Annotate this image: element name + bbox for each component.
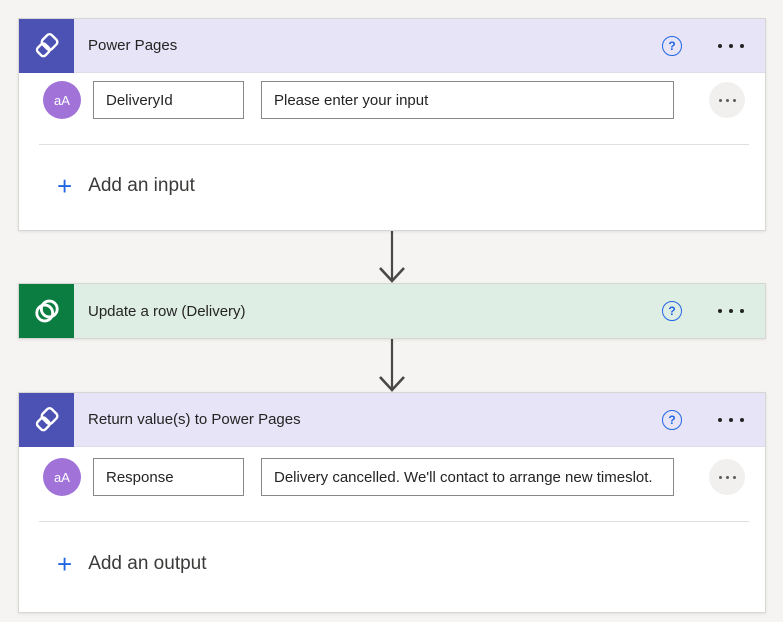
- plus-icon: +: [57, 549, 73, 579]
- arrow-down-icon: [379, 231, 405, 283]
- card-title: Update a row (Delivery): [88, 302, 246, 320]
- action-card-update-row: Update a row (Delivery) ?: [18, 283, 766, 339]
- input-description-field[interactable]: [261, 81, 674, 119]
- ellipsis-menu-icon[interactable]: [712, 40, 749, 52]
- ellipsis-menu-icon[interactable]: [712, 305, 749, 317]
- card-title: Power Pages: [88, 37, 178, 54]
- text-type-icon: aA: [43, 81, 81, 119]
- divider: [39, 521, 749, 522]
- help-icon[interactable]: ?: [662, 301, 682, 321]
- add-input-label: Add an input: [88, 175, 195, 196]
- card-header[interactable]: Return value(s) to Power Pages ?: [19, 392, 765, 447]
- card-header[interactable]: Update a row (Delivery) ?: [19, 284, 765, 338]
- add-output-button[interactable]: + Add an output: [57, 551, 207, 577]
- card-header[interactable]: Power Pages ?: [19, 18, 765, 73]
- dataverse-icon: [19, 284, 74, 338]
- output-name-field[interactable]: [93, 458, 244, 496]
- power-pages-icon: [19, 392, 74, 447]
- add-output-label: Add an output: [88, 553, 207, 574]
- add-input-button[interactable]: + Add an input: [57, 173, 195, 199]
- action-card-return-values: Return value(s) to Power Pages ? aA + Ad…: [18, 392, 766, 613]
- help-icon[interactable]: ?: [662, 409, 682, 430]
- ellipsis-menu-icon[interactable]: [712, 414, 749, 426]
- plus-icon: +: [57, 171, 73, 201]
- divider: [39, 144, 749, 145]
- text-type-icon: aA: [43, 458, 81, 496]
- output-value-field[interactable]: [261, 458, 674, 496]
- power-pages-icon: [19, 18, 74, 73]
- row-menu-button[interactable]: [709, 459, 745, 495]
- help-icon[interactable]: ?: [662, 35, 682, 56]
- row-menu-button[interactable]: [709, 82, 745, 118]
- trigger-card-power-pages: Power Pages ? aA + Add an input: [18, 18, 766, 231]
- input-name-field[interactable]: [93, 81, 244, 119]
- arrow-down-icon: [379, 339, 405, 392]
- card-title: Return value(s) to Power Pages: [88, 411, 301, 428]
